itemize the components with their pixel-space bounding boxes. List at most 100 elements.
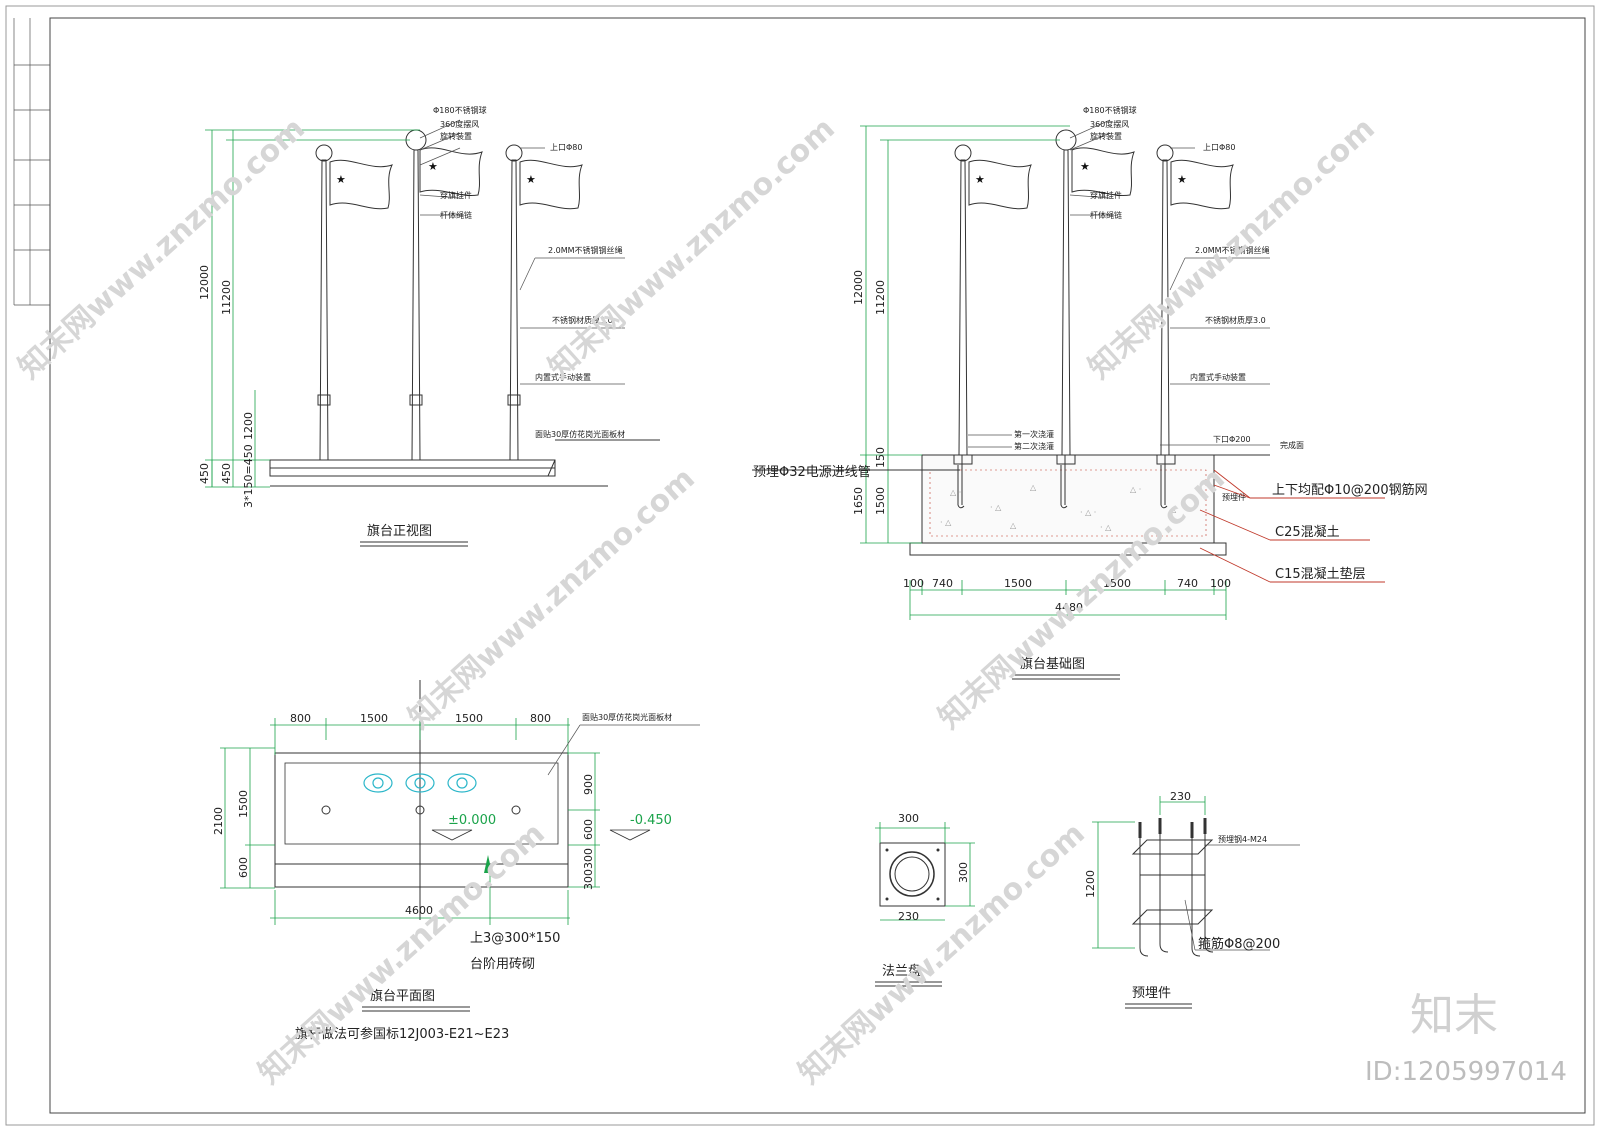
dim-flange-height: 300 [957,862,970,883]
svg-text:△ ·: △ · [950,488,961,497]
label-rebar: 上下均配Φ10@200钢筋网 [1272,482,1428,498]
title-plan: 旗台平面图 [370,988,435,1004]
svg-text:△ ·: △ · [1130,485,1141,494]
label-reference-standard: 旗杆做法可参国标12J003-E21~E23 [295,1026,509,1042]
svg-text:· △ ·: · △ · [1080,508,1096,517]
label-c15: C15混凝土垫层 [1275,566,1366,582]
label-foundation-hand: 内置式手动装置 [1190,372,1246,382]
label-foundation-wall: 不锈钢材质厚3.0 [1205,315,1266,325]
dim-foundation-total-width: 4480 [1055,601,1083,614]
title-front-elevation: 旗台正视图 [367,523,432,539]
label-front-rotate: 旋转装置 [440,131,472,141]
label-level-zero: ±0.000 [448,813,496,828]
dim-front-450a: 450 [198,463,211,484]
dim-front-pole: 11200 [220,280,233,315]
label-power-pipe: 预埋Φ32电源进线管 [753,465,871,480]
label-pour-second: 第二次浇灌 [1014,441,1054,451]
dim-embed-width: 230 [1170,790,1191,803]
watermark-text: 知末网www.znzmo.com [1082,111,1382,386]
svg-text:★: ★ [1177,173,1187,186]
svg-text:△: △ [1170,505,1177,514]
label-embed-part: 预埋件 [1222,492,1246,502]
label-pour-first: 第一次浇灌 [1014,429,1054,439]
watermark: 知末网www.znzmo.com 知末网www.znzmo.com 知末网www… [12,111,1567,1091]
dim-foundation-h740a: 740 [932,577,953,590]
label-front-wall: 不锈钢材质厚3.0 [552,315,613,325]
dim-plan-right600: 600 [582,819,595,840]
svg-text:△: △ [1030,483,1037,492]
title-flange: 法兰盘 [882,963,921,979]
label-embed-stirrup: 箍筋Φ8@200 [1198,936,1280,952]
foundation-section: ★ ★ ★ △ · · △ △ · △ · △ · △ · △ △ · △ [752,105,1428,680]
dim-plan-left600: 600 [237,857,250,878]
label-front-hand: 内置式手动装置 [535,372,591,382]
svg-text:★: ★ [336,173,346,186]
label-foundation-wind: 360度摆风 [1090,119,1129,129]
dim-plan-left2100: 2100 [212,807,225,835]
dim-flange-width: 300 [898,812,919,825]
title-foundation: 旗台基础图 [1020,656,1085,672]
watermark-id: ID:1205997014 [1365,1057,1567,1087]
dim-foundation-total: 12000 [852,270,865,305]
flange-detail: 300 300 230 法兰盘 [875,812,975,987]
label-front-stone: 面贴30厚仿花岗光面板材 [535,429,625,439]
dim-front-base-height: 1200 [242,412,255,440]
label-plan-stone: 面贴30厚仿花岗光面板材 [582,712,672,722]
dim-plan-1500b: 1500 [455,712,483,725]
dim-embed-height: 1200 [1084,870,1097,898]
label-front-wind: 360度摆风 [440,119,479,129]
label-level-minus: -0.450 [630,813,672,828]
svg-text:★: ★ [975,173,985,186]
dim-foundation-v150: 150 [874,447,887,468]
label-plan-steps-note: 台阶用砖砌 [470,957,535,972]
label-bottom-diameter: 下口Φ200 [1213,435,1251,444]
dim-foundation-h100a: 100 [903,577,924,590]
svg-text:· △: · △ [990,503,1002,512]
dim-plan-1500a: 1500 [360,712,388,725]
sheet-border [5,5,1595,1126]
watermark-text: 知末网www.znzmo.com [792,816,1092,1091]
label-foundation-wire: 2.0MM不锈钢钢丝绳 [1195,245,1270,255]
dim-foundation-v1500: 1500 [874,487,887,515]
dim-plan-left1500: 1500 [237,790,250,818]
dim-front-steps: 3*150=450 [242,444,255,508]
embed-detail: 230 1200 预埋钢4-M24 箍筋Φ8@200 预埋件 [1084,790,1300,1009]
label-front-topdia: 上口Φ80 [550,143,582,152]
front-dimension-lines [205,129,420,488]
svg-text:· △: · △ [1100,523,1112,532]
dim-plan-800b: 800 [530,712,551,725]
dim-plan-right300300: 300300 [582,848,595,890]
dim-foundation-pole: 11200 [874,280,887,315]
svg-text:· △: · △ [940,518,952,527]
plan-view: 800 1500 1500 800 1500 600 2100 900 600 … [212,680,700,1042]
svg-text:★: ★ [1080,160,1090,173]
dim-plan-800a: 800 [290,712,311,725]
label-finish-surface: 完成面 [1280,440,1304,450]
dim-front-450b: 450 [220,463,233,484]
dim-foundation-h1500a: 1500 [1004,577,1032,590]
title-embed: 预埋件 [1132,986,1171,1001]
label-foundation-rope: 杆体绳链 [1090,210,1122,220]
dim-plan-right900: 900 [582,774,595,795]
svg-text:★: ★ [526,173,536,186]
watermark-text: 知末网www.znzmo.com [252,816,552,1091]
label-front-wire: 2.0MM不锈钢钢丝绳 [548,245,623,255]
label-foundation-clip: 穿旗挂件 [1090,190,1122,200]
flag-platform [269,439,660,487]
dim-foundation-v1650: 1650 [852,487,865,515]
label-front-rope: 杆体绳链 [440,210,472,220]
label-foundation-rotate: 旋转装置 [1090,131,1122,141]
label-foundation-ball: Φ180不锈钢球 [1083,105,1137,115]
flag-icon [329,147,583,210]
dim-front-total: 12000 [198,265,211,300]
label-embed-bolt: 预埋钢4-M24 [1218,834,1267,844]
dim-plan-total-width: 4600 [405,904,433,917]
dim-foundation-h100b: 100 [1210,577,1231,590]
watermark-text: 知末网www.znzmo.com [402,461,702,736]
watermark-brand: 知末 [1410,990,1498,1041]
svg-text:△: △ [1010,521,1017,530]
watermark-text: 知末网www.znzmo.com [12,111,312,386]
front-elevation: ★★★ 12000 11200 1200 450 450 3*150=4 [198,105,660,547]
label-c25: C25混凝土 [1275,524,1340,540]
dim-foundation-h1500b: 1500 [1103,577,1131,590]
